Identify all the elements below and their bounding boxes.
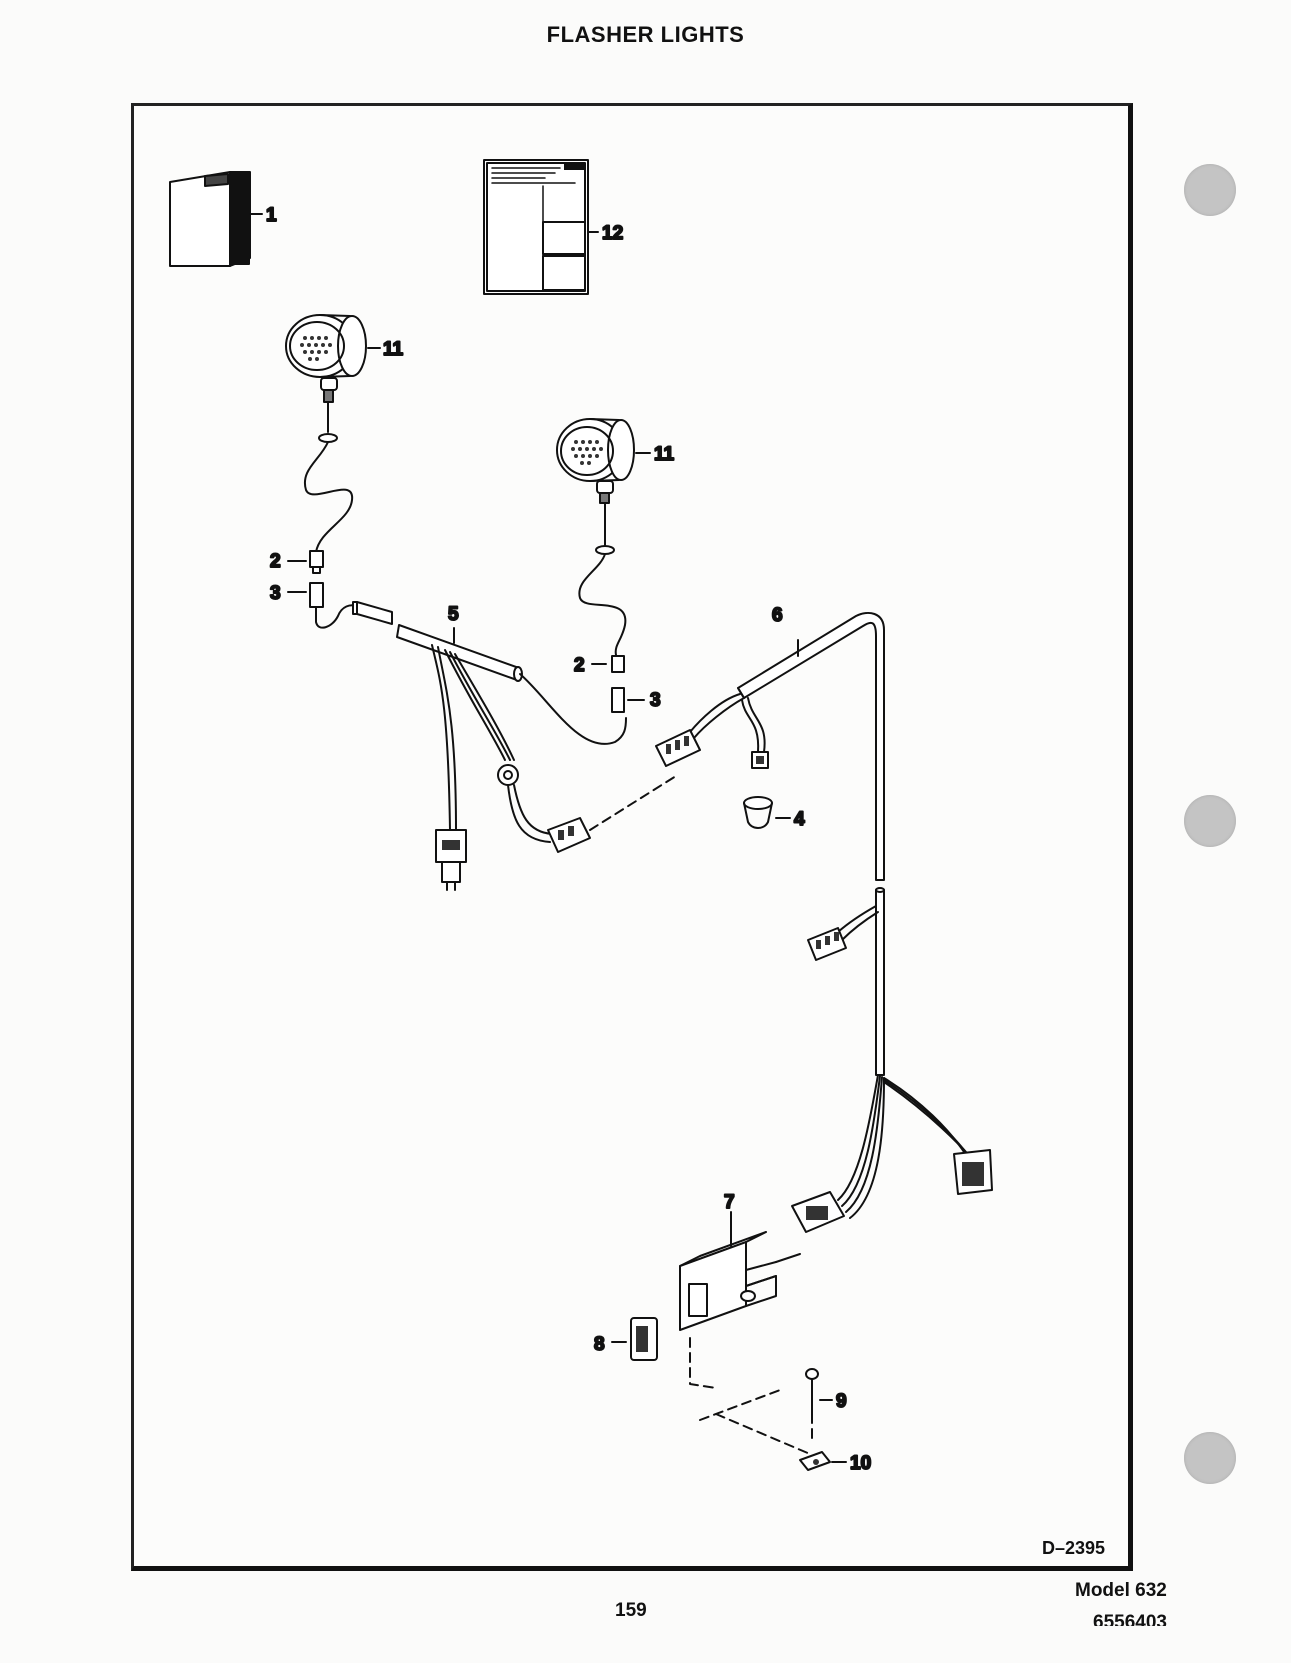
callout-3-right: 3: [650, 690, 661, 711]
callout-8: 8: [594, 1334, 605, 1355]
part-8-switch: [611, 1317, 658, 1361]
part-3-connector-left: [287, 582, 358, 629]
mounting-dashed-lines: [689, 1337, 813, 1455]
part-10-clip: [799, 1451, 847, 1471]
callout-11-left: 11: [383, 339, 404, 360]
callout-12: 12: [602, 223, 623, 244]
part-11-lamp-left: [285, 314, 381, 443]
binder-hole-top: [1184, 164, 1236, 216]
page-title: FLASHER LIGHTS: [546, 22, 745, 47]
part-11-lamp-right: [556, 418, 651, 713]
connection-dashed-line: [589, 775, 677, 831]
callout-4: 4: [794, 809, 805, 830]
callout-9: 9: [836, 1391, 847, 1412]
part-9-screw: [805, 1368, 833, 1415]
callout-2-left: 2: [270, 551, 281, 572]
drawing-code: D–2395: [1042, 1538, 1106, 1558]
callout-3-left: 3: [270, 583, 281, 604]
callout-5: 5: [448, 604, 459, 625]
part-1-box: [169, 171, 263, 267]
part-5-harness: [352, 601, 627, 891]
binder-hole-bottom: [1184, 1432, 1236, 1484]
part-2-connector-left: [287, 550, 324, 574]
lamp-left-wire: [303, 441, 354, 553]
part-4-socket: [743, 796, 791, 829]
part-6-harness: [655, 612, 993, 1233]
callout-2-right: 2: [574, 655, 585, 676]
binder-hole-middle: [1184, 795, 1236, 847]
part-12-decal: [483, 159, 599, 295]
page-number: 159: [615, 1600, 647, 1621]
callout-6: 6: [772, 605, 783, 626]
callout-11-right: 11: [654, 444, 675, 465]
part-7-bracket: [679, 1211, 801, 1331]
callout-1: 1: [266, 205, 277, 226]
model-label: Model 632: [1075, 1580, 1167, 1601]
callout-10: 10: [850, 1453, 871, 1474]
callout-7: 7: [724, 1192, 735, 1213]
part-number: 6556403: [1093, 1612, 1167, 1626]
